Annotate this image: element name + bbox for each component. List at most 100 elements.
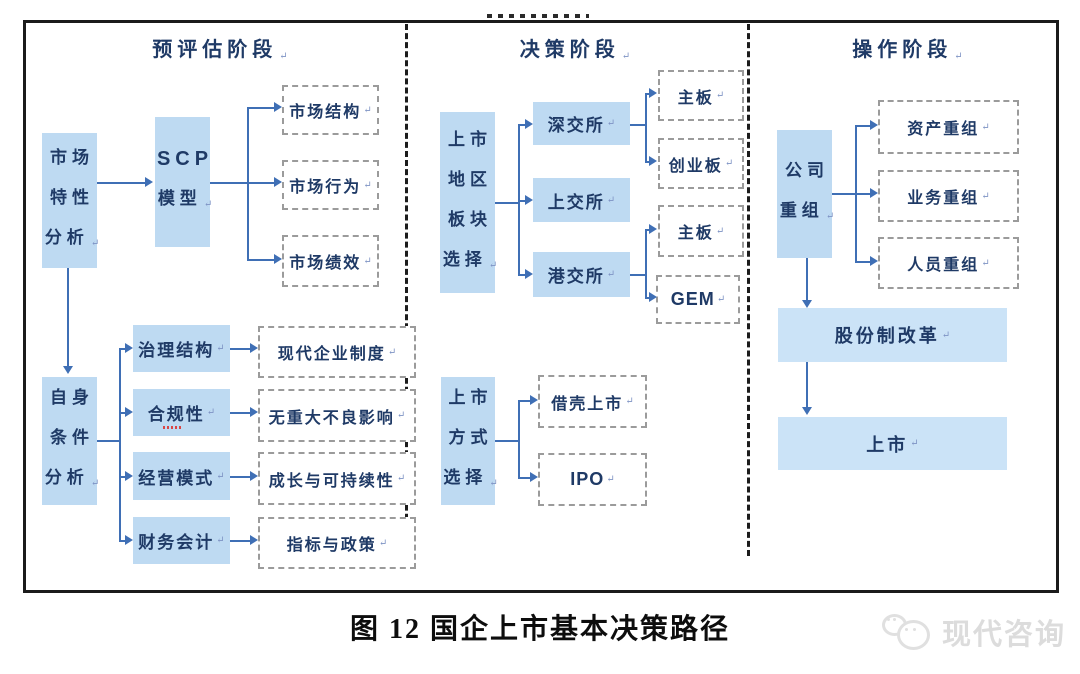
node-listing-method-select: 上市 方式 选择↵ [441,377,498,505]
arrow-right-icon [274,177,282,187]
connector-line [855,125,870,127]
connector-line [518,400,520,479]
connector-line [230,540,250,542]
stage-title-operation: 操作阶段↵ [852,39,963,62]
node-company-restructure: 公司 重组↵ [777,130,834,258]
node-szse: 深交所↵ [533,102,630,145]
connector-line [97,182,145,184]
connector-line [855,193,870,195]
arrow-down-icon [802,300,812,308]
connector-line [645,93,647,163]
connector-line [247,259,274,261]
spellcheck-squiggle [163,426,183,429]
node-listing: 上市↵ [778,417,1007,470]
node-shareholding-reform: 股份制改革↵ [778,308,1007,362]
connector-line [518,274,525,276]
connector-line [645,297,649,299]
arrow-right-icon [649,224,657,234]
paragraph-mark: ↵ [910,438,919,449]
node-business-restructure: 业务重组↵ [878,170,1019,222]
connector-line [645,93,649,95]
arrow-right-icon [525,195,533,205]
paragraph-mark: ↵ [981,190,990,202]
connector-line [119,540,125,542]
node-finance-accounting: 财务会计↵ [133,517,230,564]
connector-line [230,348,250,350]
connector-line [119,476,125,478]
arrow-right-icon [125,471,133,481]
arrow-right-icon [649,88,657,98]
paragraph-mark: ↵ [724,158,734,169]
connector-line [97,440,119,442]
paragraph-mark: ↵ [488,259,498,271]
arrow-right-icon [250,343,258,353]
connector-line [630,274,645,276]
arrow-right-icon [649,292,657,302]
stage-title-pre-evaluation: 预评估阶段↵ [152,39,288,62]
paragraph-mark: ↵ [216,535,225,546]
node-main-board-hk: 主板↵ [658,205,744,257]
arrow-right-icon [525,269,533,279]
arrow-right-icon [530,395,538,405]
watermark-text: 现代咨询 [942,619,1067,651]
arrow-right-icon [870,188,878,198]
node-sse: 上交所↵ [533,178,630,222]
connector-line [247,182,274,184]
arrow-right-icon [250,407,258,417]
connector-line [645,229,649,231]
node-main-board-sz: 主板↵ [658,70,744,121]
connector-line [230,476,250,478]
paragraph-mark: ↵ [981,121,990,133]
paragraph-mark: ↵ [363,179,372,191]
paragraph-mark: ↵ [715,90,725,101]
connector-line [495,440,518,442]
node-backdoor-listing: 借壳上市↵ [538,375,647,428]
arrow-right-icon [145,177,153,187]
node-ipo: IPO↵ [538,453,647,506]
connector-line [806,362,808,408]
connector-line [518,400,530,402]
paragraph-mark: ↵ [981,257,990,269]
node-market-performance: 市场绩效↵ [282,235,379,287]
paragraph-mark: ↵ [378,537,388,549]
connector-line [645,161,649,163]
connector-line [495,202,518,204]
paragraph-mark: ↵ [203,199,213,210]
node-market-structure: 市场结构↵ [282,85,379,135]
connector-line [630,124,645,126]
node-market-analysis: 市场 特性 分析↵ [42,133,100,268]
connector-line [67,268,69,368]
paragraph-mark: ↵ [606,118,616,129]
node-no-major-adverse-impact: 无重大不良影响↵ [258,389,416,442]
paragraph-mark: ↵ [216,343,225,354]
arrow-down-icon [802,407,812,415]
paragraph-mark: ↵ [206,407,216,418]
arrow-down-icon [63,366,73,374]
clipped-text-fragment [487,14,589,18]
connector-line [119,348,125,350]
node-personnel-restructure: 人员重组↵ [878,237,1019,289]
arrow-right-icon [530,472,538,482]
node-scp-model: SCP 模型↵ [155,117,213,247]
wechat-logo-icon [880,610,936,654]
connector-line [230,412,250,414]
paragraph-mark: ↵ [625,396,634,407]
paragraph-mark: ↵ [90,478,100,489]
watermark: 现代咨询 [880,610,1066,654]
node-region-board-select: 上市 地区 板块 选择↵ [440,112,498,293]
connector-line [119,348,121,540]
connector-line [247,107,274,109]
node-hkex: 港交所↵ [533,252,630,297]
paragraph-mark: ↵ [90,237,100,249]
paragraph-mark: ↵ [363,104,372,116]
connector-line [855,261,870,263]
paragraph-mark: ↵ [216,470,225,482]
arrow-right-icon [250,535,258,545]
paragraph-mark: ↵ [715,225,725,237]
paragraph-mark: ↵ [621,51,631,62]
connector-line [806,258,808,302]
connector-line [518,477,530,479]
paragraph-mark: ↵ [279,51,288,62]
node-business-model: 经营模式↵ [133,452,230,500]
